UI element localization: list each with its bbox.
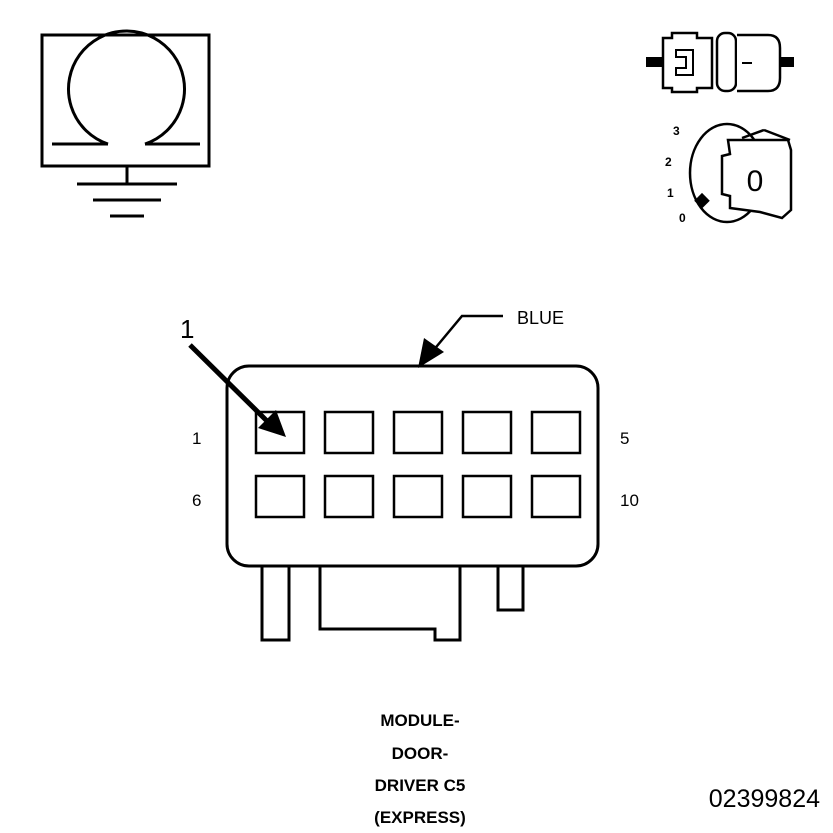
ground-symbol-icon [40, 29, 211, 218]
color-leader-arrow [418, 314, 503, 368]
cavity-9 [461, 474, 513, 519]
pin-1-callout-label: 1 [180, 314, 194, 344]
cavity-4 [461, 410, 513, 455]
cavity-3 [392, 410, 444, 455]
ignition-position-0: 0 [679, 211, 686, 225]
ignition-position-2: 2 [665, 155, 672, 169]
ignition-position-3: 3 [673, 124, 680, 138]
connector-color-label: BLUE [517, 308, 564, 328]
caption-line-4: (EXPRESS) [374, 808, 466, 827]
pin-label-top-left: 1 [192, 429, 201, 448]
pin-label-bottom-left: 6 [192, 491, 201, 510]
figure-id: 02399824 [708, 785, 820, 813]
cavity-5 [530, 410, 582, 455]
pin-label-top-right: 5 [620, 429, 629, 448]
cavity-10 [530, 474, 582, 519]
ignition-key-icon: 3 2 1 0 0 [665, 122, 793, 225]
caption-line-3: DRIVER C5 [374, 776, 466, 795]
caption-line-2: DOOR- [391, 744, 449, 763]
pin-label-bottom-right: 10 [620, 491, 639, 510]
cavity-6 [254, 474, 306, 519]
cavity-8 [392, 474, 444, 519]
cavity-2 [323, 410, 375, 455]
connector-pair-icon [646, 31, 794, 94]
pin-1-callout-arrow [188, 343, 286, 437]
ignition-key-letter: 0 [747, 165, 764, 198]
ignition-position-1: 1 [667, 186, 674, 200]
cavity-7 [323, 474, 375, 519]
caption-line-1: MODULE- [380, 711, 460, 730]
